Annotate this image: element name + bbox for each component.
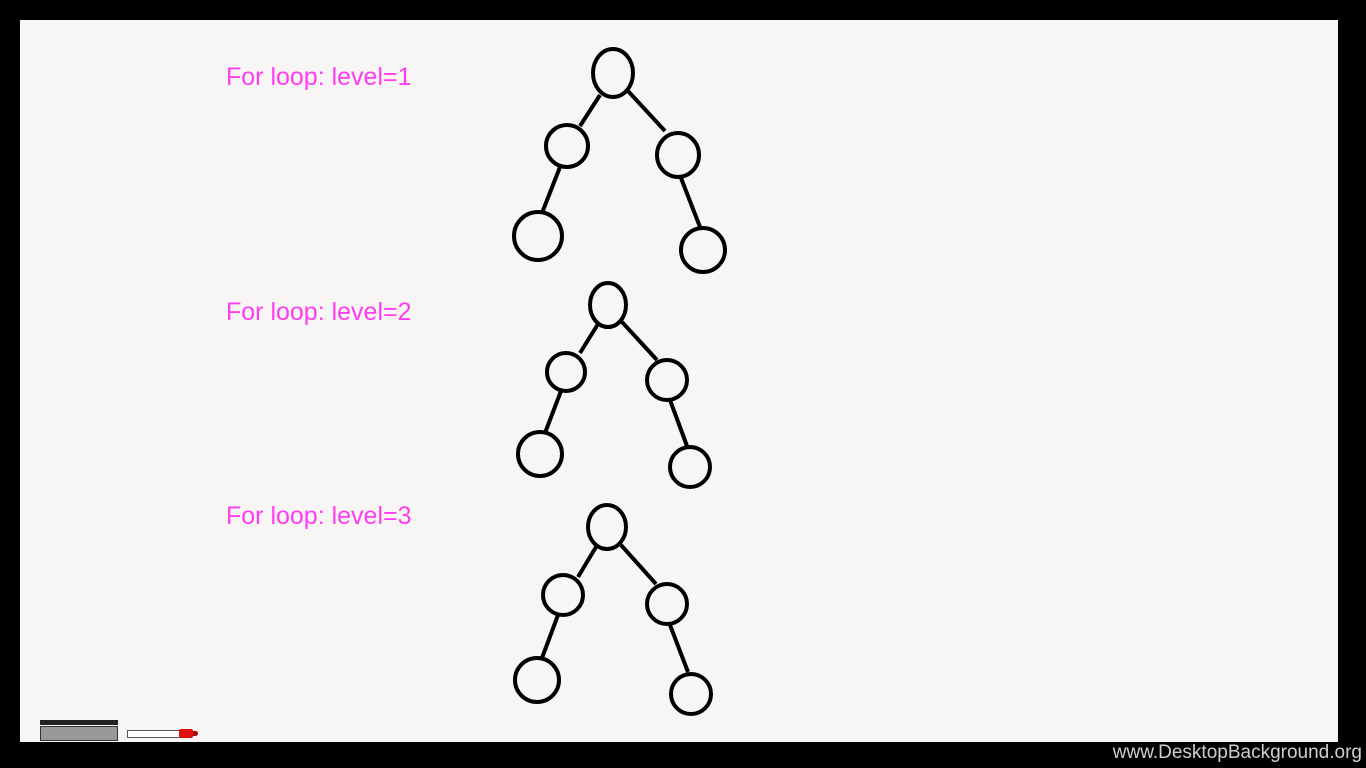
tree-edge <box>540 166 562 214</box>
tree-node-right <box>645 358 689 402</box>
tree-edge <box>668 399 689 447</box>
tree-node-right <box>655 131 701 179</box>
tree-edge <box>543 390 563 434</box>
watermark-text: www.DesktopBackground.org <box>1112 742 1362 763</box>
tree-edge <box>620 320 659 362</box>
tree-edge <box>578 93 602 128</box>
tree-level-2 <box>516 281 712 489</box>
eraser-icon <box>40 720 118 741</box>
tree-node-right <box>645 582 689 626</box>
level-2-label: For loop: level=2 <box>226 298 412 326</box>
tree-node-root <box>588 281 628 329</box>
tree-node-left-left <box>512 210 564 262</box>
tree-edge <box>679 177 702 228</box>
tree-level-3 <box>513 503 713 716</box>
tree-node-left-left <box>513 656 561 704</box>
tree-node-right-right <box>679 226 727 274</box>
tree-node-root <box>586 503 628 551</box>
tree-node-right-right <box>669 672 713 716</box>
tree-node-root <box>591 47 635 99</box>
tree-edge <box>626 89 667 133</box>
level-3-label: For loop: level=3 <box>226 502 412 530</box>
tree-edge <box>668 624 690 673</box>
tree-node-right-right <box>668 445 712 489</box>
tree-edge <box>619 543 658 586</box>
marker-icon <box>127 729 199 739</box>
tree-node-left <box>544 123 590 169</box>
level-1-label: For loop: level=1 <box>226 63 412 91</box>
tree-edge <box>540 614 560 659</box>
tree-node-left-left <box>516 430 564 478</box>
tree-node-left <box>541 573 585 617</box>
tree-edge <box>576 545 598 579</box>
tree-node-left <box>545 351 587 393</box>
tree-level-1 <box>512 47 727 274</box>
tree-edge <box>578 322 600 355</box>
